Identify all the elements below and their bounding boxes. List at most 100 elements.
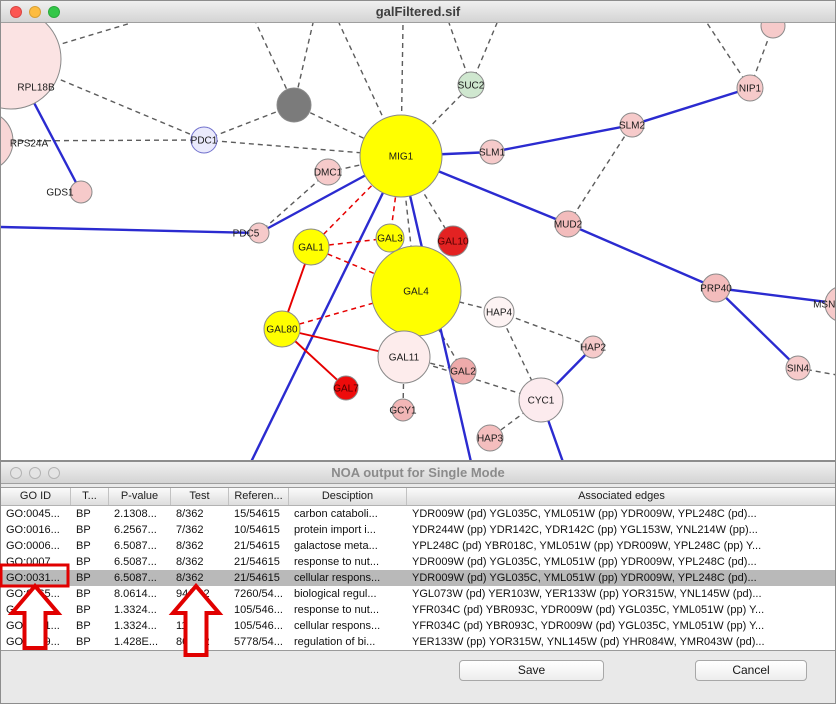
table-cell: BP [76, 556, 91, 568]
close-button[interactable] [10, 467, 22, 479]
node-CYC1[interactable] [518, 377, 564, 423]
node-SUC2[interactable] [457, 71, 485, 99]
column-header-t[interactable]: T... [71, 488, 109, 505]
node-PDC1[interactable] [190, 126, 218, 154]
table-cell: 8/362 [176, 508, 204, 520]
node-MSN5[interactable] [824, 286, 835, 322]
close-button[interactable] [10, 6, 22, 18]
node-HAP4[interactable] [483, 296, 515, 328]
zoom-button[interactable] [48, 6, 60, 18]
column-header-referen[interactable]: Referen... [229, 488, 289, 505]
edge-PDC5-pt[interactable] [1, 225, 260, 235]
node-HAP3[interactable] [476, 424, 504, 452]
zoom-button[interactable] [48, 467, 60, 479]
edge-MIG1-pt[interactable] [338, 23, 402, 157]
table-cell: 8.0614... [114, 588, 157, 600]
edge-PDC1-gray1[interactable] [203, 104, 295, 141]
node-GAL2[interactable] [449, 357, 477, 385]
edge-MUD2-PRP40[interactable] [567, 222, 717, 290]
node-GAL10[interactable] [437, 225, 469, 257]
minimize-button[interactable] [29, 467, 41, 479]
column-header-desciption[interactable]: Desciption [289, 488, 407, 505]
edge-MIG1-GAL10[interactable] [400, 155, 454, 242]
node-HAP2[interactable] [581, 335, 605, 359]
node-label-SIN4: SIN4 [787, 364, 810, 375]
edge-gray1-pt[interactable] [255, 23, 295, 106]
window-controls [10, 467, 60, 479]
table-cell: 21/54615 [234, 572, 280, 584]
table-cell: 1.3324... [114, 604, 157, 616]
column-header-p-value[interactable]: P-value [109, 488, 171, 505]
edge-MUD2-SLM2[interactable] [567, 124, 633, 225]
edge-SLM1-SLM2[interactable] [491, 123, 633, 154]
node-GAL11[interactable] [377, 330, 431, 384]
node-TR1[interactable] [760, 23, 786, 39]
edge-MIG1-pt[interactable] [250, 155, 403, 460]
table-cell: 7/362 [176, 524, 204, 536]
table-cell: 1.3324... [114, 620, 157, 632]
edge-PRP40-MSN5[interactable] [715, 286, 835, 305]
table-cell: 8/362 [176, 556, 204, 568]
node-NIP1[interactable] [736, 74, 764, 102]
column-header-test[interactable]: Test [171, 488, 229, 505]
node-label-SLM2: SLM2 [619, 121, 646, 132]
node-GAL80[interactable] [263, 310, 301, 348]
table-cell: BP [76, 636, 91, 648]
edge-GAL1-MIG1[interactable] [310, 155, 402, 248]
cancel-button[interactable]: Cancel [695, 660, 807, 681]
edge-PRP40-SIN4[interactable] [715, 287, 799, 369]
table-cell: YFR034C (pd) YBR093C, YDR009W (pd) YGL03… [412, 620, 765, 632]
node-MIG1[interactable] [359, 114, 443, 198]
node-SLM1[interactable] [479, 139, 505, 165]
node-gray1[interactable] [276, 87, 312, 123]
edge-MIG1-SUC2[interactable] [400, 84, 472, 157]
column-header-associated-edges[interactable]: Associated edges [407, 488, 836, 505]
edge-HAP4-HAP2[interactable] [498, 311, 594, 348]
edge-RPL18B-PDC1[interactable] [10, 58, 205, 141]
node-label-GAL3: GAL3 [377, 234, 403, 245]
network-window-titlebar[interactable]: galFiltered.sif [1, 1, 835, 23]
node-label-HAP4: HAP4 [486, 308, 513, 319]
noa-window-titlebar[interactable]: NOA output for Single Mode [1, 462, 835, 484]
edge-gray1-MIG1[interactable] [293, 104, 402, 157]
minimize-button[interactable] [29, 6, 41, 18]
node-PDC5[interactable] [248, 222, 270, 244]
node-GAL1[interactable] [292, 228, 330, 266]
node-label-PDC5: PDC5 [233, 229, 260, 240]
edge-GAL2-GAL4[interactable] [415, 290, 464, 372]
node-label-SUC2: SUC2 [458, 81, 485, 92]
edge-RPS24A-PDC1[interactable] [1, 139, 205, 142]
node-SIN4[interactable] [785, 355, 811, 381]
table-cell: 6.2567... [114, 524, 157, 536]
table-cell: BP [76, 572, 91, 584]
node-DMC1[interactable] [314, 158, 342, 186]
window-title: galFiltered.sif [375, 4, 461, 19]
edge-DMC1-PDC5[interactable] [258, 171, 329, 234]
node-MUD2[interactable] [554, 210, 582, 238]
column-header-go-id[interactable]: GO ID [1, 488, 71, 505]
node-PRP40[interactable] [701, 273, 731, 303]
node-GDS1[interactable] [69, 180, 93, 204]
edge-SLM2-NIP1[interactable] [631, 86, 751, 127]
node-SLM2[interactable] [619, 112, 645, 138]
node-GAL7[interactable] [333, 375, 359, 401]
node-RPS24A[interactable] [1, 111, 14, 171]
save-button[interactable]: Save [459, 660, 604, 681]
table-cell: YGL073W (pd) YER103W, YER133W (pp) YOR31… [412, 588, 762, 600]
node-RPL18B[interactable] [1, 23, 62, 110]
edge-SIN4-pt[interactable] [797, 367, 835, 376]
table-cell: YDR244W (pp) YDR142C, YDR142C (pp) YGL15… [412, 524, 758, 536]
node-GCY1[interactable] [391, 398, 415, 422]
node-label-RPL18B: RPL18B [17, 83, 55, 94]
node-GAL3[interactable] [375, 223, 405, 253]
